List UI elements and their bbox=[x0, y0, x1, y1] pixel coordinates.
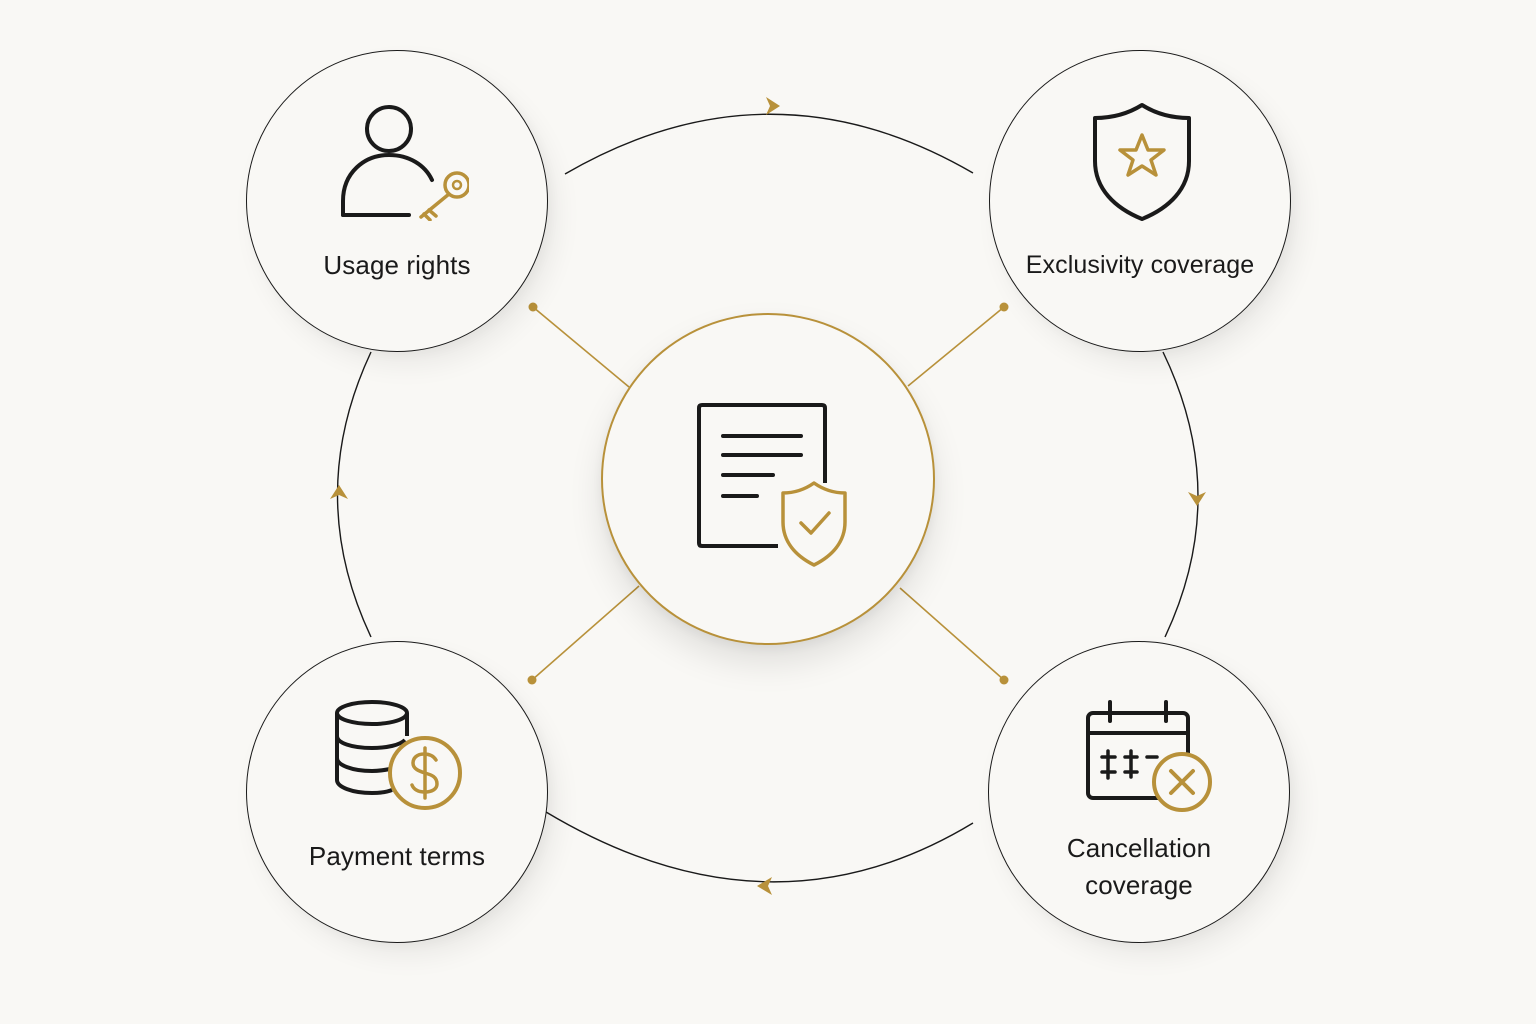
cycle-arrow-left bbox=[330, 485, 348, 499]
coins-dollar-icon bbox=[335, 700, 462, 810]
hub-contract-node bbox=[601, 313, 935, 645]
spoke-exclusivity-dot bbox=[999, 302, 1009, 312]
node-cancellation-coverage: Cancellation coverage bbox=[988, 641, 1290, 943]
node-label-cancellation-coverage: Cancellation coverage bbox=[989, 830, 1289, 904]
shield-star-icon bbox=[1093, 103, 1191, 221]
cycle-arc-bottom bbox=[545, 811, 974, 883]
node-label-cancellation-line1: Cancellation bbox=[1066, 833, 1212, 863]
node-usage-rights: Usage rights bbox=[246, 50, 548, 352]
spoke-payment bbox=[531, 585, 640, 681]
node-label-cancellation-line2: coverage bbox=[1085, 870, 1193, 900]
spoke-usage-dot bbox=[528, 302, 538, 312]
node-label-payment-terms: Payment terms bbox=[308, 841, 486, 871]
cycle-arrow-bottom bbox=[757, 877, 772, 895]
cycle-arrow-right bbox=[1188, 492, 1206, 506]
spoke-payment-dot bbox=[527, 675, 537, 685]
cycle-arrow-top bbox=[766, 97, 780, 115]
document-shield-check-icon bbox=[697, 403, 847, 567]
node-label-usage-rights: Usage rights bbox=[323, 250, 471, 280]
cycle-arc-right bbox=[1162, 351, 1199, 638]
node-exclusivity-coverage: Exclusivity coverage bbox=[989, 50, 1291, 352]
user-key-icon bbox=[341, 105, 469, 221]
spoke-cancellation-dot bbox=[999, 675, 1009, 685]
node-label-exclusivity-coverage: Exclusivity coverage bbox=[1025, 251, 1255, 279]
calendar-cancel-icon bbox=[1086, 700, 1212, 812]
spoke-cancellation bbox=[899, 587, 1005, 681]
cycle-arc-top bbox=[564, 113, 974, 175]
node-payment-terms: Payment terms bbox=[246, 641, 548, 943]
spoke-exclusivity bbox=[907, 306, 1005, 387]
spoke-usage bbox=[532, 306, 630, 388]
